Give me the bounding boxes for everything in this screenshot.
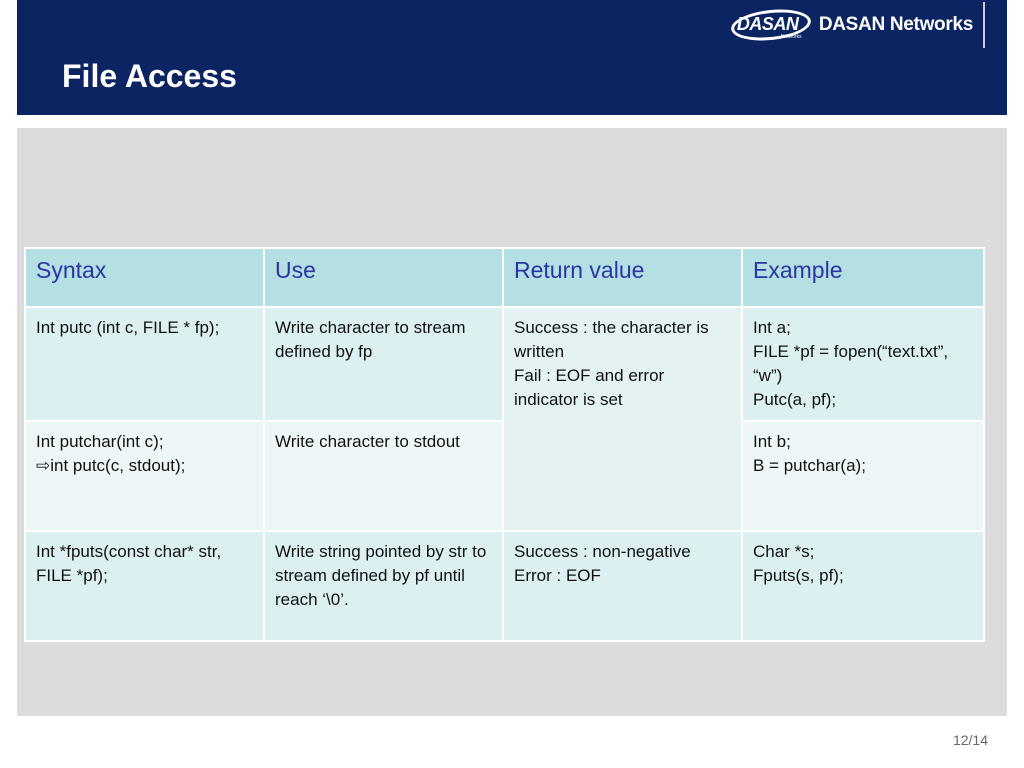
cell-line: Fputs(s, pf); — [753, 566, 844, 585]
cell-use: Write character to stdout — [263, 420, 504, 532]
page-number: 12/14 — [952, 732, 988, 748]
cell-line: Write string pointed by str to stream de… — [275, 542, 492, 609]
header-syntax: Syntax — [24, 247, 265, 308]
header-return-value: Return value — [502, 247, 743, 308]
logo-text: DASAN Networks — [818, 14, 973, 35]
table-row: Int *fputs(const char* str, FILE *pf); W… — [24, 530, 985, 642]
cell-line: FILE *pf = fopen(“text.txt”, “w”) — [753, 342, 953, 385]
cell-example: Char *s; Fputs(s, pf); — [741, 530, 985, 642]
table-row: Int putchar(int c); ⇨int putc(c, stdout)… — [24, 420, 985, 532]
table-header-row: Syntax Use Return value Example — [24, 247, 985, 308]
cell-use: Write string pointed by str to stream de… — [263, 530, 504, 642]
cell-line: Int putchar(int c); — [36, 432, 164, 451]
cell-use: Write character to stream defined by fp — [263, 306, 504, 422]
cell-example: Int b; B = putchar(a); — [741, 420, 985, 532]
cell-line: Putc(a, pf); — [753, 390, 837, 409]
cell-syntax: Int putc (int c, FILE * fp); — [24, 306, 265, 422]
cell-line: B = putchar(a); — [753, 456, 866, 475]
logo-sub-text: Networks — [780, 34, 802, 40]
cell-line: Int a; — [753, 318, 791, 337]
cell-line: Fail : EOF and error indicator is set — [514, 366, 669, 409]
logo-mark-text: DASAN — [736, 14, 799, 34]
table-row: Int putc (int c, FILE * fp); Write chara… — [24, 306, 985, 532]
cell-line: Char *s; — [753, 542, 815, 561]
cell-line: Int b; — [753, 432, 791, 451]
cell-syntax: Int *fputs(const char* str, FILE *pf); — [24, 530, 265, 642]
cell-example: Int a; FILE *pf = fopen(“text.txt”, “w”)… — [741, 306, 985, 422]
header-bar: File Access DASAN Networks DASAN Network… — [17, 0, 1007, 115]
cell-line: Success : non-negative — [514, 542, 691, 561]
cell-line: Int *fputs(const char* str, FILE *pf); — [36, 542, 226, 585]
cell-line: Success : the character is written — [514, 318, 714, 361]
company-logo: DASAN Networks DASAN Networks — [729, 2, 985, 48]
cell-syntax: Int putchar(int c); ⇨int putc(c, stdout)… — [24, 420, 265, 532]
cell-return-value: Success : the character is written Fail … — [502, 306, 743, 532]
cell-line: ⇨int putc(c, stdout); — [36, 456, 186, 475]
logo-mark: DASAN Networks — [729, 5, 815, 45]
header-example: Example — [741, 247, 985, 308]
header-use: Use — [263, 247, 504, 308]
page-title: File Access — [62, 58, 237, 94]
cell-line: Write character to stdout — [275, 432, 460, 451]
cell-line: Int putc (int c, FILE * fp); — [36, 318, 220, 337]
cell-line: Error : EOF — [514, 566, 601, 585]
file-access-table: Syntax Use Return value Example Int putc… — [24, 247, 985, 642]
cell-line: Write character to stream defined by fp — [275, 318, 471, 361]
cell-return-value: Success : non-negative Error : EOF — [502, 530, 743, 642]
logo-divider — [983, 2, 985, 48]
